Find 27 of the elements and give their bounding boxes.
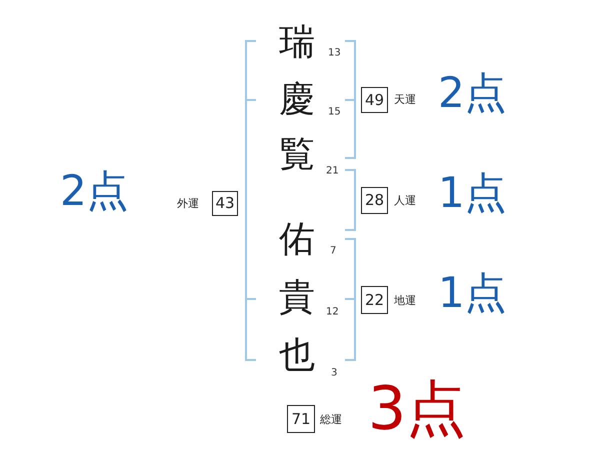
stroke-count: 21 — [326, 166, 339, 176]
total-box: 22 — [361, 286, 388, 314]
fortune-label: 総運 — [320, 413, 342, 426]
name-character: 也 — [279, 338, 315, 374]
name-character: 覧 — [279, 137, 315, 173]
score-text: 1点 — [438, 170, 507, 216]
stroke-count: 13 — [328, 48, 341, 58]
fortune-label: 外運 — [177, 197, 199, 210]
stroke-count: 12 — [326, 306, 339, 318]
stroke-count: 15 — [328, 106, 341, 118]
score-text: 1点 — [438, 270, 507, 316]
score-text: 3点 — [368, 376, 466, 442]
name-character: 佑 — [279, 222, 315, 258]
score-text: 2点 — [60, 168, 129, 214]
name-character: 瑞 — [279, 25, 315, 61]
score-text: 2点 — [438, 70, 507, 116]
name-character: 慶 — [279, 82, 315, 118]
fortune-label: 天運 — [394, 93, 416, 106]
fortune-label: 地運 — [394, 294, 416, 308]
name-character: 貴 — [279, 280, 315, 316]
total-box: 49 — [361, 87, 388, 113]
fortune-label: 人運 — [394, 194, 416, 208]
total-box: 71 — [287, 405, 315, 433]
stroke-count: 3 — [331, 368, 338, 378]
stroke-count: 7 — [330, 246, 336, 256]
total-box: 28 — [361, 187, 388, 214]
total-box: 43 — [212, 191, 238, 216]
